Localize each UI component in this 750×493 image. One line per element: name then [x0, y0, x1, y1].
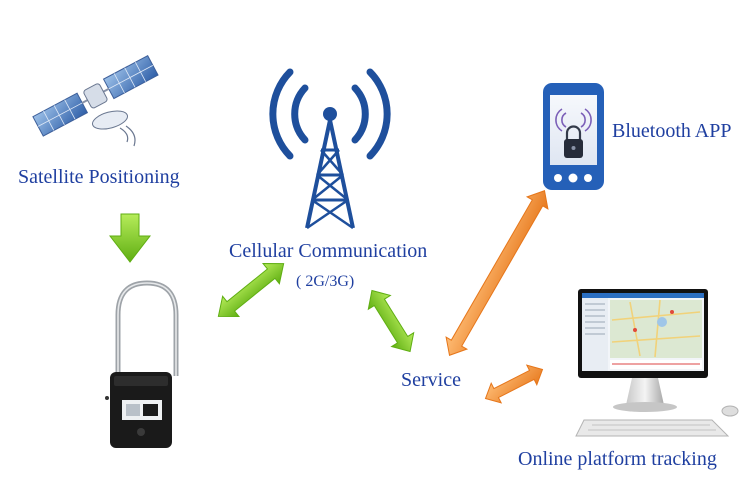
- smartphone-icon: [543, 83, 604, 190]
- online-platform-tracking-label: Online platform tracking: [518, 448, 717, 470]
- cellular-communication-label: Cellular Communication: [229, 240, 428, 262]
- cellular-network-type-label: ( 2G/3G): [296, 273, 355, 290]
- satellite-icon: [32, 54, 159, 147]
- cell-tower-icon: [269, 68, 391, 230]
- bluetooth-app-label: Bluetooth APP: [612, 120, 732, 142]
- arrow-device-cellular-bidirectional: [217, 263, 285, 317]
- arrow-cellular-service-bidirectional: [367, 289, 415, 353]
- cable-lock-device-icon: [105, 280, 179, 448]
- arrow-service-platform-bidirectional: [484, 364, 544, 404]
- arrow-satellite-to-device: [108, 213, 152, 263]
- satellite-positioning-label: Satellite Positioning: [18, 166, 180, 188]
- service-label: Service: [401, 369, 461, 391]
- arrow-service-bluetooth-bidirectional: [445, 190, 549, 356]
- desktop-monitor-icon: [575, 289, 739, 437]
